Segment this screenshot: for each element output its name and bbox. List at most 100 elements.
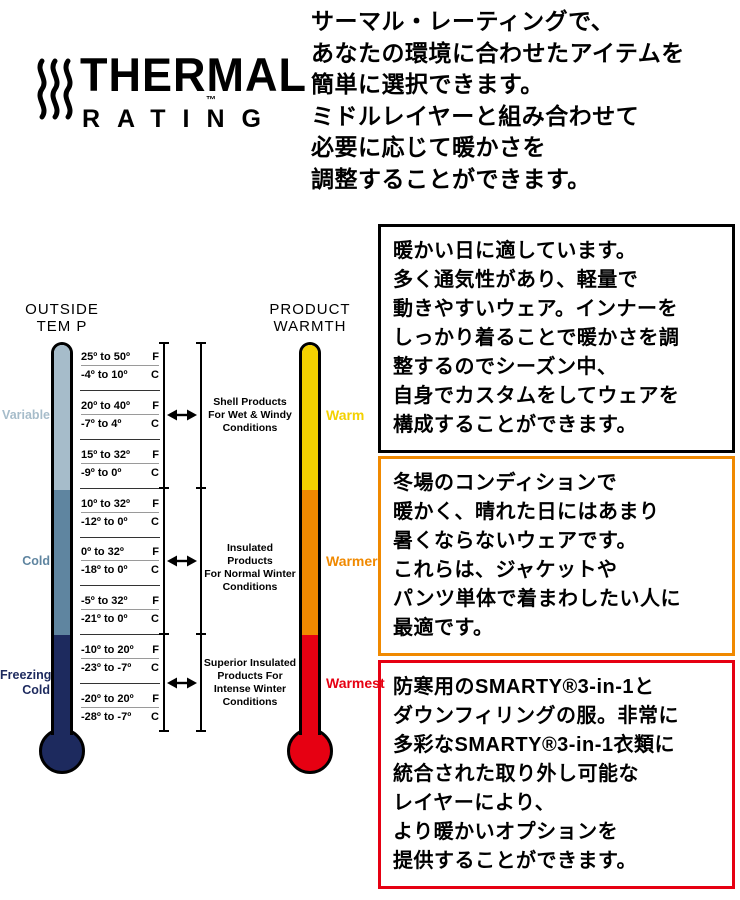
temp-f-value: 20º to 40º [81, 399, 131, 412]
temp-c-unit: C [151, 613, 159, 626]
temp-f-unit: F [152, 546, 159, 559]
temp-f-value: 0º to 32º [81, 546, 124, 559]
outside-thermometer [39, 342, 85, 778]
temp-c-value: -18º to 0º [81, 564, 128, 577]
warmth-segment-warmer [302, 489, 318, 635]
temp-f-value: -20º to 20º [81, 693, 134, 706]
warmth-segment-warmest [302, 634, 318, 735]
temp-f-unit: F [152, 644, 159, 657]
temp-c-unit: C [151, 368, 159, 381]
scale-bracket-line [163, 342, 165, 732]
logo-trademark: ™ [206, 95, 216, 106]
zone-label-cold: Cold [22, 554, 50, 568]
temp-f-value: 25º to 50º [81, 350, 131, 363]
intro-text: サーマル・レーティングで、 あなたの環境に合わせたアイテムを 簡単に選択できます… [311, 8, 685, 192]
bracket-tick [159, 342, 169, 344]
temp-f-unit: F [152, 693, 159, 706]
temp-c-unit: C [151, 711, 159, 724]
temp-f-value: -10º to 20º [81, 644, 134, 657]
zone-label-freezing-cold: Freezing Cold [0, 668, 52, 697]
temp-scale-row: 10º to 32º F -12º to 0º C [80, 489, 160, 538]
bracket-tick [159, 633, 169, 635]
temp-f-unit: F [152, 448, 159, 461]
outside-segment-freezing [54, 634, 70, 735]
warmth-segment-warm [302, 345, 318, 490]
double-arrow-icon [167, 409, 197, 421]
temp-c-value: -7º to 4º [81, 417, 122, 430]
outside-temp-title: OUTSIDE TEM P [25, 301, 99, 335]
double-arrow-icon [167, 555, 197, 567]
temp-c-line: -7º to 4º C [81, 418, 159, 430]
temp-f-value: -5º to 32º [81, 595, 128, 608]
product-bracket-line [200, 342, 202, 732]
warmth-label-warmest: Warmest [326, 675, 385, 691]
temp-scale-row: 20º to 40º F -7º to 4º C [80, 391, 160, 440]
bracket-tick [159, 730, 169, 732]
outside-segment-variable [54, 345, 70, 490]
bracket-tick [196, 342, 206, 344]
temp-c-line: -18º to 0º C [81, 564, 159, 576]
temp-c-unit: C [151, 515, 159, 528]
temp-c-unit: C [151, 662, 159, 675]
temp-c-unit: C [151, 417, 159, 430]
warmth-thermometer-tube [299, 342, 321, 735]
temp-f-line: 25º to 50º F [81, 351, 159, 366]
logo-thermal-text: THERMAL [80, 48, 307, 102]
temp-c-line: -9º to 0º C [81, 467, 159, 479]
temp-c-line: -12º to 0º C [81, 516, 159, 528]
product-warmth-title: PRODUCT WARMTH [269, 301, 351, 335]
zone-label-variable: Variable [2, 408, 50, 422]
temp-f-line: 15º to 32º F [81, 449, 159, 464]
temp-c-unit: C [151, 466, 159, 479]
temp-c-value: -12º to 0º [81, 515, 128, 528]
temp-c-value: -4º to 10º [81, 368, 128, 381]
temp-f-line: -20º to 20º F [81, 693, 159, 709]
temp-f-line: -5º to 32º F [81, 595, 159, 611]
temp-f-line: 20º to 40º F [81, 400, 159, 415]
temp-f-unit: F [152, 399, 159, 412]
product-desc-shell: Shell Products For Wet & Windy Condition… [208, 396, 292, 434]
temp-f-line: 0º to 32º F [81, 546, 159, 562]
temp-f-line: -10º to 20º F [81, 644, 159, 660]
note-box-warm: 暖かい日に適しています。 多く通気性があり、軽量で 動きやすいウェア。インナーを… [378, 224, 735, 453]
temp-f-unit: F [152, 497, 159, 510]
logo-rating-text: RATING [82, 105, 278, 133]
temp-f-line: 10º to 32º F [81, 498, 159, 513]
product-desc-superior-insulated: Superior Insulated Products For Intense … [203, 657, 297, 708]
temp-f-unit: F [152, 595, 159, 608]
bracket-tick [196, 730, 206, 732]
note-box-warmest: 防寒用のSMARTY®3-in-1と ダウンフィリングの服。非常に 多彩なSMA… [378, 660, 735, 889]
warmth-thermometer-bulb [287, 728, 333, 774]
temp-c-line: -23º to -7º C [81, 662, 159, 674]
temp-c-unit: C [151, 564, 159, 577]
heat-waves-icon [37, 58, 73, 120]
temp-scale-row: -10º to 20º F -23º to -7º C [80, 635, 160, 685]
bracket-tick [196, 633, 206, 635]
temp-c-line: -28º to -7º C [81, 711, 159, 723]
temp-scale-row: -20º to 20º F -28º to -7º C [80, 684, 160, 732]
bracket-tick [196, 487, 206, 489]
temp-f-value: 10º to 32º [81, 497, 131, 510]
thermal-rating-logo: THERMAL ™ RATING [34, 48, 307, 156]
temp-f-value: 15º to 32º [81, 448, 131, 461]
temp-scale-row: 15º to 32º F -9º to 0º C [80, 440, 160, 489]
double-arrow-icon [167, 677, 197, 689]
temp-c-value: -28º to -7º [81, 711, 132, 724]
temp-scale-row: 25º to 50º F -4º to 10º C [80, 342, 160, 391]
bracket-tick [159, 487, 169, 489]
outside-segment-cold [54, 489, 70, 635]
warmth-label-warm: Warm [326, 407, 365, 423]
outside-thermometer-tube [51, 342, 73, 735]
temp-c-value: -23º to -7º [81, 662, 132, 675]
temp-f-unit: F [152, 350, 159, 363]
warmth-thermometer [287, 342, 333, 778]
warmth-label-warmer: Warmer [326, 553, 378, 569]
temp-scale-row: 0º to 32º F -18º to 0º C [80, 538, 160, 587]
product-desc-insulated: Insulated Products For Normal Winter Con… [204, 542, 296, 593]
temp-c-line: -4º to 10º C [81, 369, 159, 381]
temp-c-value: -9º to 0º [81, 466, 122, 479]
